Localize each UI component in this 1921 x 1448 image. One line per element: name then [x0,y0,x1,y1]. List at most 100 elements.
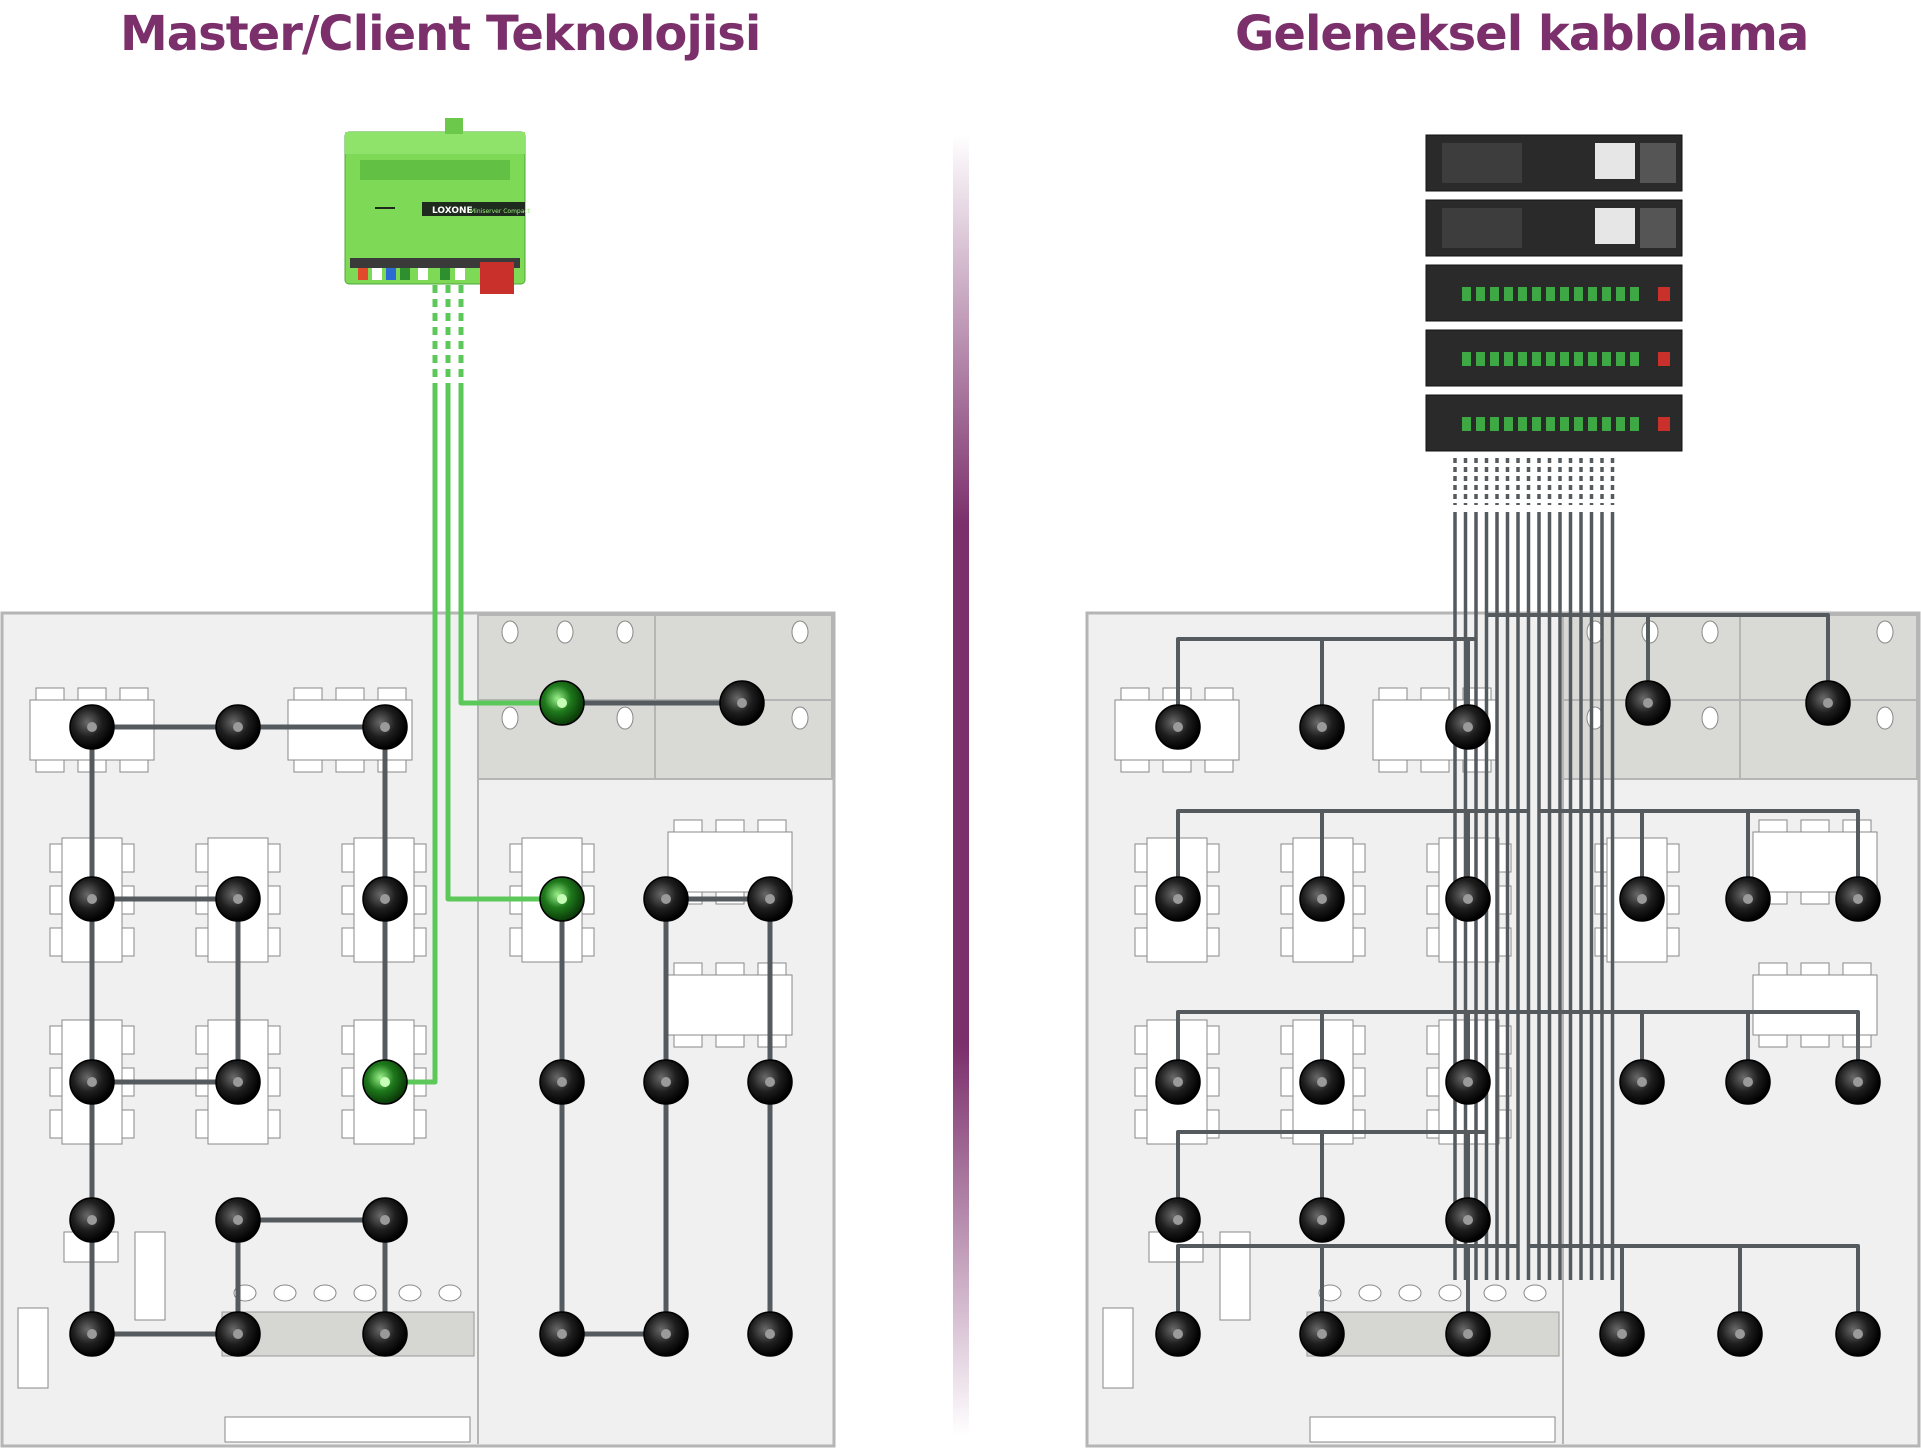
toilet [501,706,519,730]
chair [1420,687,1450,701]
chair [1134,1109,1148,1139]
speaker-center [1173,894,1183,904]
speaker [643,1059,689,1105]
toilet [1876,706,1894,730]
psu-panel [1595,143,1635,179]
terminal [1630,352,1639,366]
speaker-center [661,894,671,904]
terminal [1602,417,1611,431]
chair [121,927,135,957]
chair [293,687,323,701]
speaker [1835,1311,1881,1357]
speaker [1835,1059,1881,1105]
speaker [69,876,115,922]
speaker [1445,1311,1491,1357]
terminal [1574,352,1583,366]
stairs [134,1231,166,1321]
speaker [1725,876,1771,922]
speaker-center [1853,1329,1863,1339]
bar-stool [1483,1284,1507,1302]
speaker-center [380,894,390,904]
chair [1134,885,1148,915]
chair [715,819,745,833]
toilet [1701,706,1719,730]
speaker [1445,1059,1491,1105]
cable [1466,1244,1518,1334]
speaker-center [1463,1077,1473,1087]
speaker-center [1617,1329,1627,1339]
chair [267,927,281,957]
terminal [1518,352,1527,366]
terminal [1476,352,1485,366]
speaker-center [87,894,97,904]
toilet [791,706,809,730]
reception-desk [1309,1416,1556,1443]
chair [1800,819,1830,833]
device-brand: LOXONE [432,206,473,216]
speaker [1299,704,1345,750]
terminal [1504,417,1513,431]
terminal [1616,417,1625,431]
speaker-center [1853,1077,1863,1087]
title-master-client: Master/Client Teknolojisi [120,6,761,62]
chair [1280,885,1294,915]
cable [1466,809,1529,899]
speaker-center [87,1329,97,1339]
speaker-center [1637,1077,1647,1087]
speaker-center [557,698,567,708]
chair [341,885,355,915]
chair [1134,1025,1148,1055]
chair [1426,843,1440,873]
chair [715,962,745,976]
table [667,974,793,1036]
toilet [616,620,634,644]
chair [1206,927,1220,957]
vent [1640,143,1676,183]
chair [1134,927,1148,957]
speaker-center [557,1077,567,1087]
speaker [1299,876,1345,922]
terminal [1574,287,1583,301]
toilet [501,620,519,644]
speaker [215,1059,261,1105]
speaker-center [1643,698,1653,708]
terminal [1490,352,1499,366]
floor-plan [1085,611,1921,1448]
speaker [1155,1311,1201,1357]
toilet [1876,620,1894,644]
toilet [556,620,574,644]
speaker [69,704,115,750]
chair [1204,687,1234,701]
chair [341,1109,355,1139]
speaker-center [1743,1077,1753,1087]
cable [1320,1244,1508,1334]
speaker [1299,1197,1345,1243]
chair [1758,1034,1788,1048]
terminal [1546,417,1555,431]
chair [1120,687,1150,701]
speaker [1155,704,1201,750]
cable [1560,809,1860,899]
speaker-center [233,1215,243,1225]
speaker [1299,1311,1345,1357]
terminal [1504,287,1513,301]
speaker-center [765,1077,775,1087]
chair [377,687,407,701]
toilet [791,620,809,644]
speaker-center [1317,1329,1327,1339]
chair [1666,885,1680,915]
speaker [1717,1311,1763,1357]
bar-stool [1318,1284,1342,1302]
speaker [69,1059,115,1105]
cable [1549,1244,1860,1334]
speaker [1155,876,1201,922]
power-switch [1658,287,1670,301]
speakers [69,680,1881,1357]
speaker-center [1463,1215,1473,1225]
speaker [1619,1059,1665,1105]
speaker-master [539,876,585,922]
speaker [362,1197,408,1243]
vent [1640,208,1676,248]
bar-stool [1398,1284,1422,1302]
speaker-center [1173,1077,1183,1087]
